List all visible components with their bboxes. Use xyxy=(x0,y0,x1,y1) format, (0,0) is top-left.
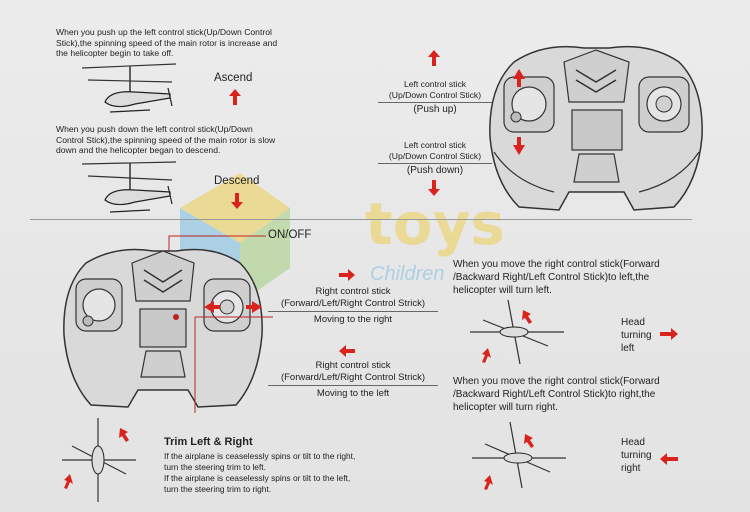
on-off-label: ON/OFF xyxy=(268,229,312,241)
arrow-up-icon xyxy=(428,50,440,66)
trim-leader-line xyxy=(194,316,273,413)
arrow-right-icon xyxy=(660,328,678,340)
arrow-left-icon xyxy=(660,453,678,465)
left-stick-up-label: Left control stick (Up/Down Control Stic… xyxy=(378,79,492,116)
left-stick-down-line1: Left control stick xyxy=(403,140,467,150)
section-divider xyxy=(30,219,692,220)
descend-text: When you push down the left control stic… xyxy=(56,124,276,155)
helicopter-ascend-icon xyxy=(81,63,177,113)
watermark-sub: Children xyxy=(370,263,445,285)
remote-controller-top-icon xyxy=(489,45,703,211)
left-stick-up-line3: (Push up) xyxy=(413,104,457,115)
arrow-down-icon xyxy=(231,193,243,209)
remote-controller-bottom-icon xyxy=(63,248,263,408)
head-turning-left-label: Head turning left xyxy=(621,316,652,355)
left-stick-down-label: Left control stick (Up/Down Control Stic… xyxy=(378,140,492,177)
right-stick-right-line2: (Forward/Left/Right Control Strick) xyxy=(268,298,438,312)
head-left-line2: turning xyxy=(621,330,652,341)
head-left-line3: left xyxy=(621,343,635,354)
turn-left-text: When you move the right control stick(Fo… xyxy=(453,259,660,296)
head-right-line1: Head xyxy=(621,437,645,448)
left-stick-down-line2: (Up/Down Control Stick) xyxy=(378,151,492,164)
right-stick-left-label: Right control stick (Forward/Left/Right … xyxy=(268,360,438,400)
watermark-word: toys xyxy=(365,190,505,258)
left-stick-up-line2: (Up/Down Control Stick) xyxy=(378,90,492,103)
helicopter-top-view-right-icon xyxy=(472,421,566,490)
trim-line1: If the airplane is ceaselessly spins or … xyxy=(164,451,356,461)
left-stick-down-line3: (Push down) xyxy=(406,165,464,176)
descend-label: Descend xyxy=(214,175,260,187)
turn-right-text: When you move the right control stick(Fo… xyxy=(453,376,660,413)
head-right-line3: right xyxy=(621,463,641,474)
right-stick-right-line1: Right control stick xyxy=(315,286,391,297)
trim-line3: If the airplane is ceaselessly spins or … xyxy=(164,473,351,483)
right-stick-right-line3: Moving to the right xyxy=(313,314,393,325)
arrow-down-icon xyxy=(428,180,440,196)
trim-title: Trim Left & Right xyxy=(164,436,253,448)
trim-text: If the airplane is ceaselessly spins or … xyxy=(164,451,355,495)
helicopter-descend-icon xyxy=(81,161,177,213)
right-stick-left-line1: Right control stick xyxy=(315,360,391,371)
arrow-right-icon xyxy=(339,269,355,281)
helicopter-top-view-left-icon xyxy=(470,299,564,365)
helicopter-trim-icon xyxy=(62,418,136,502)
right-stick-left-line3: Moving to the left xyxy=(316,388,390,399)
arrow-left-icon xyxy=(339,345,355,357)
trim-line2: turn the steering trim to left. xyxy=(164,462,266,472)
left-stick-up-line1: Left control stick xyxy=(403,79,467,89)
head-left-line1: Head xyxy=(621,317,645,328)
trim-line4: turn the steering trim to right. xyxy=(164,484,272,494)
arrow-up-icon xyxy=(229,89,241,105)
right-stick-right-label: Right control stick (Forward/Left/Right … xyxy=(268,286,438,326)
right-stick-left-line2: (Forward/Left/Right Control Strick) xyxy=(268,372,438,386)
ascend-text: When you push up the left control stick(… xyxy=(56,27,278,58)
head-turning-right-label: Head turning right xyxy=(621,436,652,475)
head-right-line2: turning xyxy=(621,450,652,461)
ascend-label: Ascend xyxy=(214,72,253,84)
